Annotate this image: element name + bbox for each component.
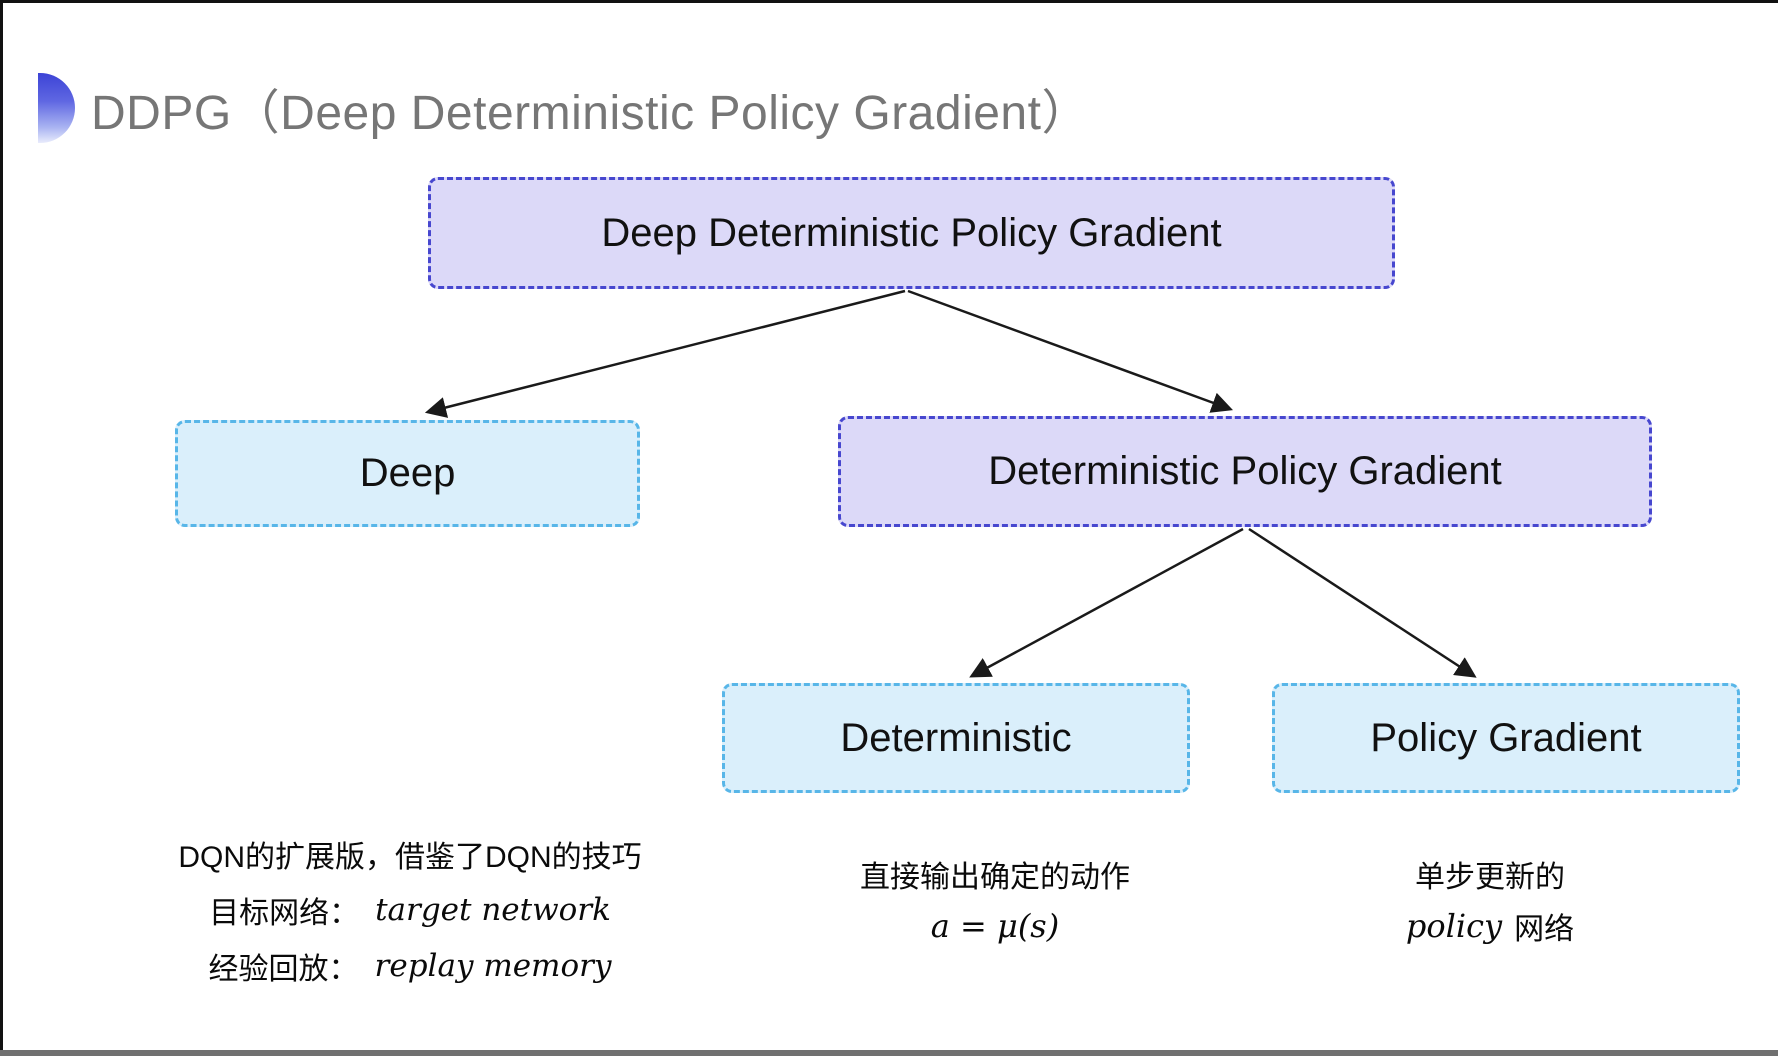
node-dpg: Deterministic Policy Gradient: [838, 416, 1652, 527]
half-circle-icon: [38, 73, 75, 143]
slide-header: DDPG（Deep Deterministic Policy Gradient）: [38, 72, 1090, 144]
node-root-label: Deep Deterministic Policy Gradient: [601, 210, 1222, 255]
node-deterministic-label: Deterministic: [840, 715, 1072, 760]
arrow-dpg-to-policy-gradient: [1248, 527, 1477, 678]
arrow-root-to-dpg: [907, 289, 1233, 413]
note-policy-gradient-line2: policy 网络: [1265, 900, 1715, 952]
node-dpg-label: Deterministic Policy Gradient: [988, 449, 1502, 493]
note-deep: DQN的扩展版，借鉴了DQN的技巧 目标网络： target network 经…: [130, 826, 690, 994]
node-deep-label: Deep: [359, 451, 456, 495]
note-deterministic-formula: a = μ(s): [755, 900, 1235, 952]
note-policy-gradient: 单步更新的 policy 网络: [1265, 848, 1715, 952]
note-policy-gradient-line2-term: policy: [1405, 907, 1503, 945]
note-deterministic-line1: 直接输出确定的动作: [755, 848, 1235, 900]
note-deep-line2-term: target network: [375, 892, 611, 928]
node-deterministic: Deterministic: [722, 683, 1190, 793]
note-deep-line2: 目标网络： target network: [130, 882, 690, 938]
note-deep-line1-text: DQN的扩展版，借鉴了DQN的技巧: [178, 841, 642, 874]
arrow-root-to-deep: [424, 289, 906, 418]
note-deep-line3: 经验回放： replay memory: [130, 938, 690, 994]
bottom-video-bar: [0, 1050, 1778, 1056]
frame-left-edge: [0, 0, 3, 1056]
formula-text: a = μ(s): [930, 907, 1060, 945]
note-deep-line3-term: replay memory: [374, 948, 612, 984]
page-title: DDPG（Deep Deterministic Policy Gradient）: [91, 87, 1090, 140]
node-root: Deep Deterministic Policy Gradient: [428, 177, 1395, 289]
node-policy-gradient: Policy Gradient: [1272, 683, 1740, 793]
node-deep: Deep: [175, 420, 640, 527]
note-deep-line1: DQN的扩展版，借鉴了DQN的技巧: [130, 826, 690, 882]
note-policy-gradient-line1: 单步更新的: [1265, 848, 1715, 900]
note-deterministic-line1-text: 直接输出确定的动作: [860, 861, 1130, 894]
node-policy-gradient-label: Policy Gradient: [1370, 715, 1642, 760]
arrow-dpg-to-deterministic: [969, 527, 1244, 678]
note-deep-line2-label: 目标网络：: [209, 897, 360, 930]
note-deep-line3-label: 经验回放：: [208, 953, 359, 986]
note-deterministic: 直接输出确定的动作 a = μ(s): [755, 848, 1235, 952]
note-policy-gradient-line2-suffix: 网络: [1514, 913, 1575, 946]
note-policy-gradient-line1-text: 单步更新的: [1415, 861, 1565, 894]
frame-top-edge: [0, 0, 1778, 3]
